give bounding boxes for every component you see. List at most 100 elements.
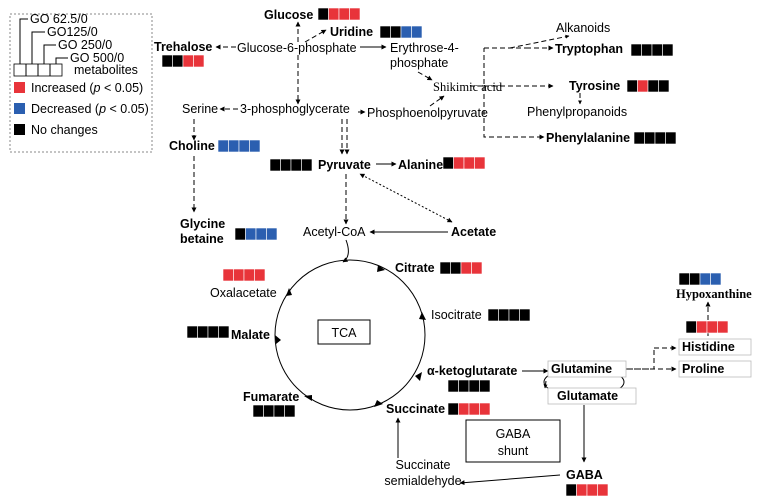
legend-bracket-3 — [43, 44, 56, 64]
tyrosine-state-1 — [626, 79, 638, 93]
g6p-label: Glucose-6-phosphate — [237, 41, 357, 55]
alanine-label: Alanine — [398, 158, 443, 172]
histidine-state-1 — [685, 320, 697, 334]
metabolite-alanine: Alanine — [398, 156, 486, 172]
e4p-label: Erythrose-4-phosphate — [390, 41, 459, 70]
pyruvate-state-1 — [269, 158, 281, 172]
legend-bracket-2 — [31, 31, 45, 64]
acetyl-coa-label: Acetyl-CoA — [303, 225, 366, 239]
trehalose-state-4 — [193, 54, 205, 68]
glucose-state-3 — [338, 7, 350, 21]
tyrosine-label: Tyrosine — [569, 79, 620, 93]
hypoxanthine-label: Hypoxanthine — [676, 287, 752, 301]
legend-nochange-label: No changes — [31, 123, 98, 137]
legend-group-3: GO 250/0 — [58, 38, 112, 52]
alanine-state-3 — [463, 156, 475, 170]
gaba-state-3 — [586, 483, 598, 497]
fumarate-state-3 — [273, 404, 285, 418]
legend-metabolites-label: metabolites — [74, 63, 138, 77]
phenylpropanoids-label: Phenylpropanoids — [527, 105, 627, 119]
tryptophan-label: Tryptophan — [555, 42, 623, 56]
oxalacetate-state-3 — [243, 268, 255, 282]
glutamine-label: Glutamine — [551, 362, 612, 376]
tryptophan-state-4 — [662, 43, 674, 57]
metabolite-succinate: Succinate — [386, 402, 491, 416]
phenylalanine-label: Phenylalanine — [546, 131, 630, 145]
metabolite-fumarate: Fumarate — [243, 390, 299, 418]
histidine-label: Histidine — [682, 340, 735, 354]
glycine-betaine-state-3 — [255, 227, 267, 241]
metabolite-tryptophan: Tryptophan — [555, 42, 674, 57]
alpha-ketoglutarate-label: α-ketoglutarate — [427, 364, 517, 378]
trehalose-label: Trehalose — [154, 40, 212, 54]
alanine-state-4 — [474, 156, 486, 170]
metabolite-tyrosine: Tyrosine — [569, 79, 670, 93]
succinate-state-1 — [447, 402, 459, 416]
histidine-state-3 — [706, 320, 718, 334]
metabolite-hypoxanthine: Hypoxanthine — [676, 272, 752, 301]
succinate-state-4 — [479, 402, 491, 416]
choline-label: Choline — [169, 139, 215, 153]
proline-label: Proline — [682, 362, 724, 376]
gaba-state-1 — [565, 483, 577, 497]
pathway-edges — [191, 21, 711, 486]
alkanoids-label: Alkanoids — [556, 21, 610, 35]
citrate-state-1 — [439, 261, 451, 275]
citrate-state-3 — [460, 261, 472, 275]
alanine-state-1 — [442, 156, 454, 170]
legend-group-1: GO 62.5/0 — [30, 12, 88, 26]
pyruvate-state-3 — [290, 158, 302, 172]
metabolite-acetate: Acetate — [451, 225, 496, 239]
succinate-state-2 — [458, 402, 470, 416]
legend-frame — [9, 13, 153, 153]
legend-decreased-swatch — [14, 103, 25, 114]
isocitrate-label: Isocitrate — [431, 308, 482, 322]
fumarate-state-2 — [263, 404, 275, 418]
metabolite-choline: Choline — [169, 139, 261, 153]
fumarate-label: Fumarate — [243, 390, 299, 404]
pyruvate-state-2 — [280, 158, 292, 172]
serine-label: Serine — [182, 102, 218, 116]
metabolite-citrate: Citrate — [395, 261, 483, 275]
gaba-state-2 — [576, 483, 588, 497]
legend-increased-swatch — [14, 82, 25, 93]
fumarate-state-4 — [284, 404, 296, 418]
metabolite-pyruvate: Pyruvate — [269, 158, 371, 172]
metabolite-glutamate: Glutamate — [557, 389, 618, 403]
alanine-state-2 — [453, 156, 465, 170]
trehalose-state-3 — [182, 54, 194, 68]
hypoxanthine-state-4 — [710, 272, 722, 286]
isocitrate-state-2 — [498, 308, 510, 322]
glucose-state-1 — [317, 7, 329, 21]
legend-nochange-swatch — [14, 124, 25, 135]
legend-bracket-1 — [19, 18, 28, 64]
alpha-ketoglutarate-state-1 — [447, 379, 459, 393]
metabolite-proline: Proline — [682, 362, 724, 376]
pyruvate-label: Pyruvate — [318, 158, 371, 172]
phosphoenolpyruvate-label: Phosphoenolpyruvate — [367, 106, 488, 120]
uridine-state-4 — [411, 25, 423, 39]
glutamate-label: Glutamate — [557, 389, 618, 403]
tryptophan-state-1 — [630, 43, 642, 57]
glutamine-box — [547, 360, 627, 378]
hypoxanthine-state-3 — [699, 272, 711, 286]
glycine-betaine-state-4 — [266, 227, 278, 241]
tca-label: TCA — [332, 326, 358, 340]
metabolite-phenylalanine: Phenylalanine — [546, 131, 677, 145]
choline-state-2 — [228, 139, 240, 153]
phenylalanine-state-2 — [644, 131, 656, 145]
succinate-state-3 — [468, 402, 480, 416]
alpha-ketoglutarate-state-2 — [458, 379, 470, 393]
pyruvate-state-4 — [301, 158, 313, 172]
legend-increased-label: Increased (p < 0.05) — [31, 81, 143, 95]
legend: GO 62.5/0 GO125/0 GO 250/0 GO 500/0 meta… — [9, 12, 153, 153]
histidine-state-4 — [717, 320, 729, 334]
legend-decreased-label: Decreased (p < 0.05) — [31, 102, 149, 116]
uridine-state-1 — [379, 25, 391, 39]
tyrosine-state-3 — [647, 79, 659, 93]
phenylalanine-state-1 — [633, 131, 645, 145]
trehalose-state-1 — [161, 54, 173, 68]
glucose-label: Glucose — [264, 8, 313, 22]
gaba-shunt-box — [465, 419, 561, 463]
